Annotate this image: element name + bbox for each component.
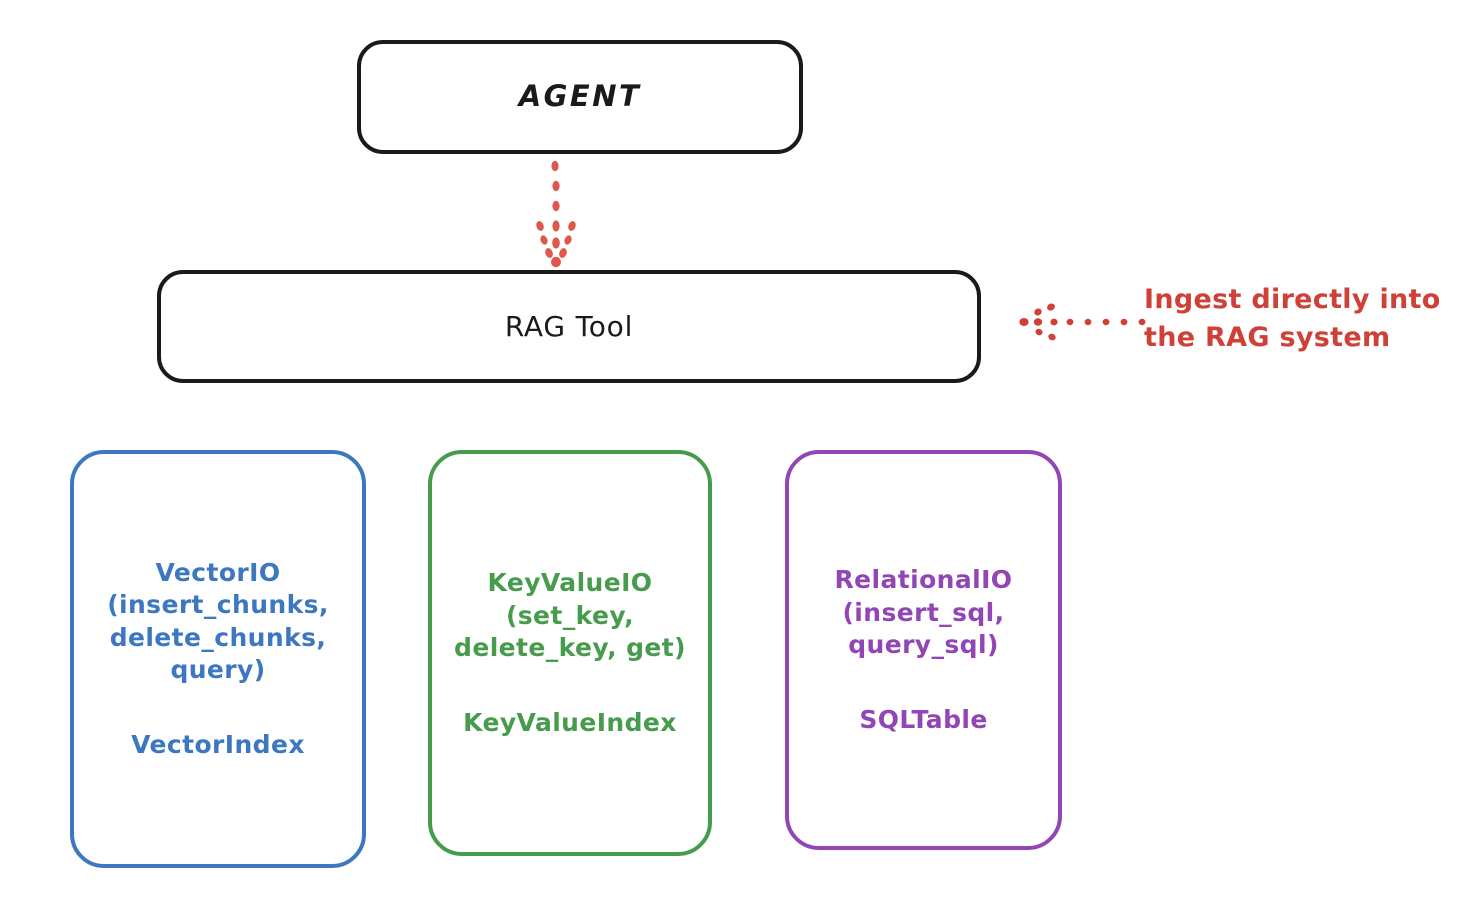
- key-value-io-card[interactable]: KeyValueIO (set_key, delete_key, get) Ke…: [428, 450, 712, 856]
- vector-index-label: VectorIndex: [131, 729, 305, 759]
- vector-io-card[interactable]: VectorIO (insert_chunks, delete_chunks, …: [70, 450, 366, 868]
- vector-io-api-label: VectorIO (insert_chunks, delete_chunks, …: [107, 557, 329, 685]
- key-value-index-label: KeyValueIndex: [463, 707, 677, 737]
- ingest-annotation-arrow-icon: [1019, 303, 1146, 341]
- agent-to-rag-tool-arrow-icon: [536, 160, 576, 268]
- sql-table-label: SQLTable: [859, 704, 988, 734]
- relational-io-card[interactable]: RelationalIO (insert_sql, query_sql) SQL…: [785, 450, 1062, 850]
- ingest-annotation-text: Ingest directly into the RAG system: [1144, 284, 1441, 354]
- rag-tool-node-label: RAG Tool: [504, 309, 634, 343]
- relational-io-api-label: RelationalIO (insert_sql, query_sql): [834, 565, 1013, 659]
- key-value-io-api-label: KeyValueIO (set_key, delete_key, get): [454, 568, 686, 662]
- rag-tool-node[interactable]: RAG Tool: [157, 270, 981, 383]
- agent-node[interactable]: AGENT: [357, 40, 803, 154]
- agent-node-label: AGENT: [518, 79, 642, 114]
